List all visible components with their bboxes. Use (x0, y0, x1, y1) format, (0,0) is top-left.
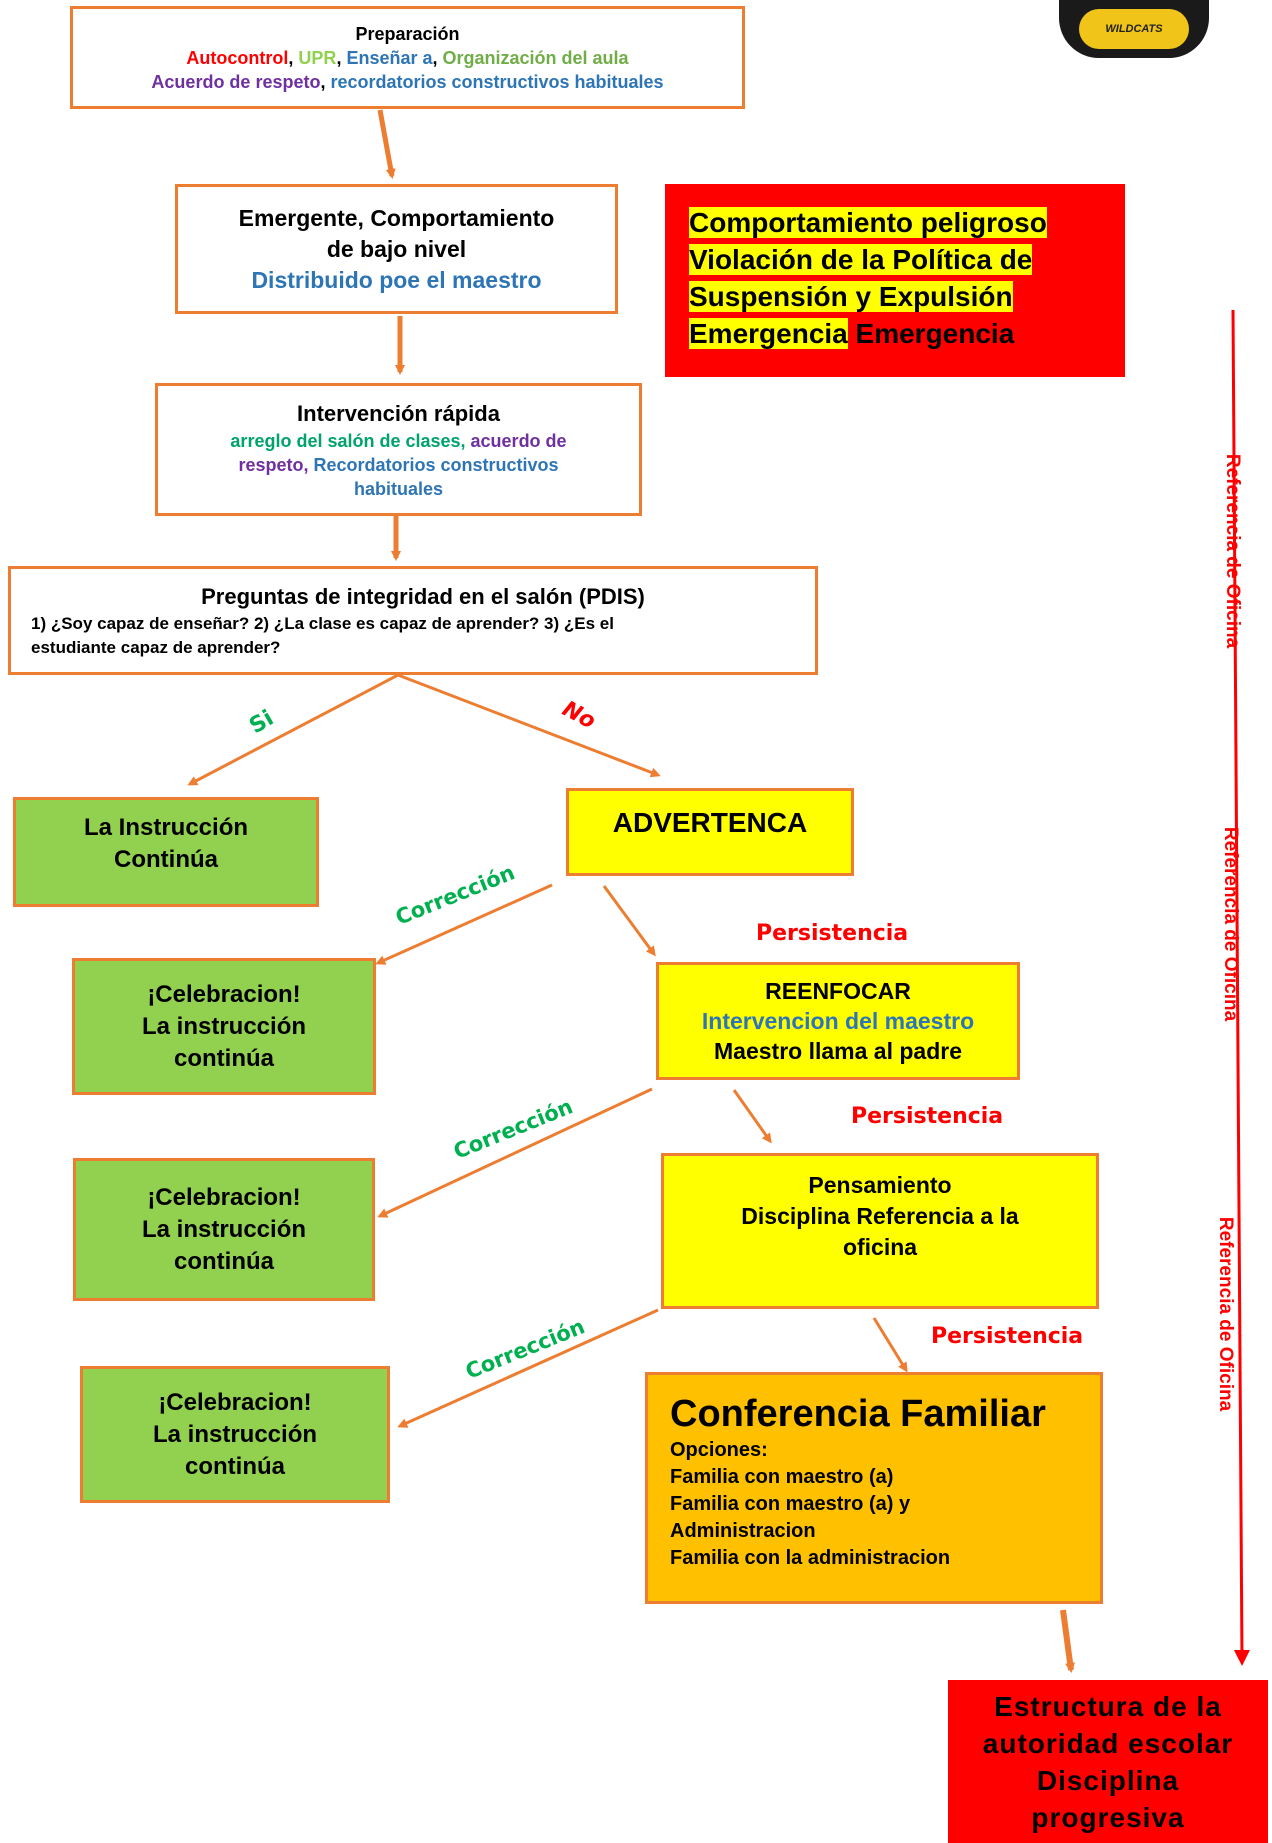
conference-option: Familia con maestro (a) (670, 1466, 894, 1488)
refocus-line-1: REENFOCAR (765, 978, 911, 1004)
quick-intervention-box: Intervención rápida arreglo del salón de… (155, 383, 642, 516)
thinking-box: Pensamiento Disciplina Referencia a la o… (661, 1153, 1099, 1309)
arrow-warning-refocus (602, 885, 656, 957)
conference-option: Opciones: (670, 1439, 768, 1461)
celebration-line-1: ¡Celebracion! (147, 1183, 301, 1211)
arrow-refocus-celebrate-2 (377, 1087, 653, 1218)
prep-item: recordatorios constructivos habituales (330, 71, 664, 92)
prep-sep: , (336, 47, 347, 68)
prep-item: Enseñar a (346, 47, 433, 68)
thinking-line-2: Disciplina Referencia a la (741, 1203, 1019, 1229)
prep-line-2: Autocontrol, UPR, Enseñar a, Organizació… (186, 46, 628, 70)
continue-line-2: Continúa (114, 846, 218, 873)
conference-title: Conferencia Familiar (670, 1393, 1046, 1435)
celebration-box-1: ¡Celebracion! La instrucción continúa (72, 958, 376, 1095)
prep-sep: , (432, 47, 443, 68)
prep-title: Preparación (355, 23, 460, 44)
arrow-pdis-si (187, 673, 399, 786)
prep-item: Organización del aula (442, 47, 629, 68)
prep-line-3: Acuerdo de respeto, recordatorios constr… (151, 70, 663, 94)
persistence-label-1: Persistencia (756, 921, 909, 946)
structure-line-3: Disciplina (1036, 1764, 1180, 1796)
celebration-box-2: ¡Celebracion! La instrucción continúa (73, 1158, 375, 1301)
prep-item: UPR (298, 47, 337, 68)
arrow-conference-structure (1060, 1609, 1076, 1673)
celebration-line-3: continúa (174, 1247, 274, 1275)
danger-box: Comportamiento peligroso Violación de la… (665, 184, 1125, 377)
prep-sep: , (320, 71, 331, 92)
structure-line-1: Estructura de la (994, 1690, 1222, 1722)
celebration-line-3: continúa (174, 1044, 274, 1072)
danger-line-1: Comportamiento peligroso (689, 207, 1047, 238)
logo-text: WILDCATS (1105, 23, 1163, 35)
danger-line-3: Suspensión y Expulsión (689, 281, 1013, 312)
celebration-line-2: La instrucción (141, 1012, 307, 1040)
celebration-line-2: La instrucción (141, 1215, 307, 1243)
quick-title: Intervención rápida (297, 400, 500, 426)
paw-icon: WILDCATS (1079, 9, 1189, 49)
emergent-line-3: Distribuido poe el maestro (251, 266, 542, 293)
arrow-thinking-celebrate-3 (397, 1308, 659, 1428)
conference-option: Administracion (670, 1520, 816, 1542)
warning-text: ADVERTENCA (612, 807, 808, 838)
office-referral-label-1: Referencia de Oficina (1222, 453, 1243, 649)
office-referral-label-2: Referencia de Oficina (1220, 826, 1241, 1022)
conference-option: Familia con la administracion (670, 1547, 951, 1569)
celebration-line-2: La instrucción (152, 1420, 318, 1448)
pdis-line-3: estudiante capaz de aprender? (31, 637, 281, 657)
wildcats-logo: WILDCATS (1059, 0, 1209, 58)
refocus-line-2: Intervencion del maestro (701, 1008, 975, 1034)
thinking-line-1: Pensamiento (808, 1172, 952, 1198)
quick-line-2: arreglo del salón de clases, acuerdo de (230, 430, 567, 451)
arrow-prep-emergent (377, 109, 396, 179)
prep-item: Acuerdo de respeto (151, 71, 321, 92)
continue-line-1: La Instrucción (83, 814, 249, 841)
conference-option: Familia con maestro (a) y (670, 1493, 911, 1515)
quick-line-3: respeto, Recordatorios constructivos (238, 454, 559, 475)
emergent-line-2: de bajo nivel (326, 235, 467, 262)
persistence-label-2: Persistencia (851, 1104, 1004, 1129)
emergent-line-1: Emergente, Comportamiento (238, 204, 555, 231)
structure-box: Estructura de la autoridad escolar Disci… (948, 1680, 1268, 1843)
arrow-warning-celebrate-1 (375, 883, 553, 965)
refocus-line-3: Maestro llama al padre (714, 1038, 962, 1064)
prep-sep: , (288, 47, 299, 68)
structure-line-2: autoridad escolar (982, 1727, 1234, 1759)
pdis-title: Preguntas de integridad en el salón (PDI… (201, 583, 645, 609)
arrow-office-referral (1231, 309, 1250, 1666)
celebration-box-3: ¡Celebracion! La instrucción continúa (80, 1366, 390, 1503)
quick-line-4: habituales (353, 478, 444, 499)
warning-box: ADVERTENCA (566, 788, 854, 876)
danger-line-4: Emergencia Emergencia (689, 318, 1015, 349)
celebration-line-1: ¡Celebracion! (158, 1388, 312, 1416)
arrow-thinking-conference (872, 1317, 908, 1373)
continue-box: La Instrucción Continúa (13, 797, 319, 907)
prep-item: Autocontrol (186, 47, 289, 68)
danger-line-2: Violación de la Política de (689, 244, 1033, 275)
office-referral-label-3: Referencia de Oficina (1215, 1216, 1236, 1412)
celebration-line-3: continúa (185, 1452, 285, 1480)
emergent-box: Emergente, Comportamiento de bajo nivel … (175, 184, 618, 314)
pdis-line-2: 1) ¿Soy capaz de enseñar? 2) ¿La clase e… (31, 613, 614, 633)
refocus-box: REENFOCAR Intervencion del maestro Maest… (656, 962, 1020, 1080)
structure-line-4: progresiva (1031, 1801, 1185, 1833)
celebration-line-1: ¡Celebracion! (147, 980, 301, 1008)
thinking-line-3: oficina (842, 1234, 918, 1260)
arrow-refocus-thinking (732, 1089, 772, 1144)
pdis-box: Preguntas de integridad en el salón (PDI… (8, 566, 818, 675)
arrow-pdis-no (397, 673, 661, 778)
persistence-label-3: Persistencia (931, 1324, 1084, 1349)
conference-box: Conferencia Familiar Opciones: Familia c… (645, 1372, 1103, 1604)
prep-box: Preparación Autocontrol, UPR, Enseñar a,… (70, 6, 745, 109)
